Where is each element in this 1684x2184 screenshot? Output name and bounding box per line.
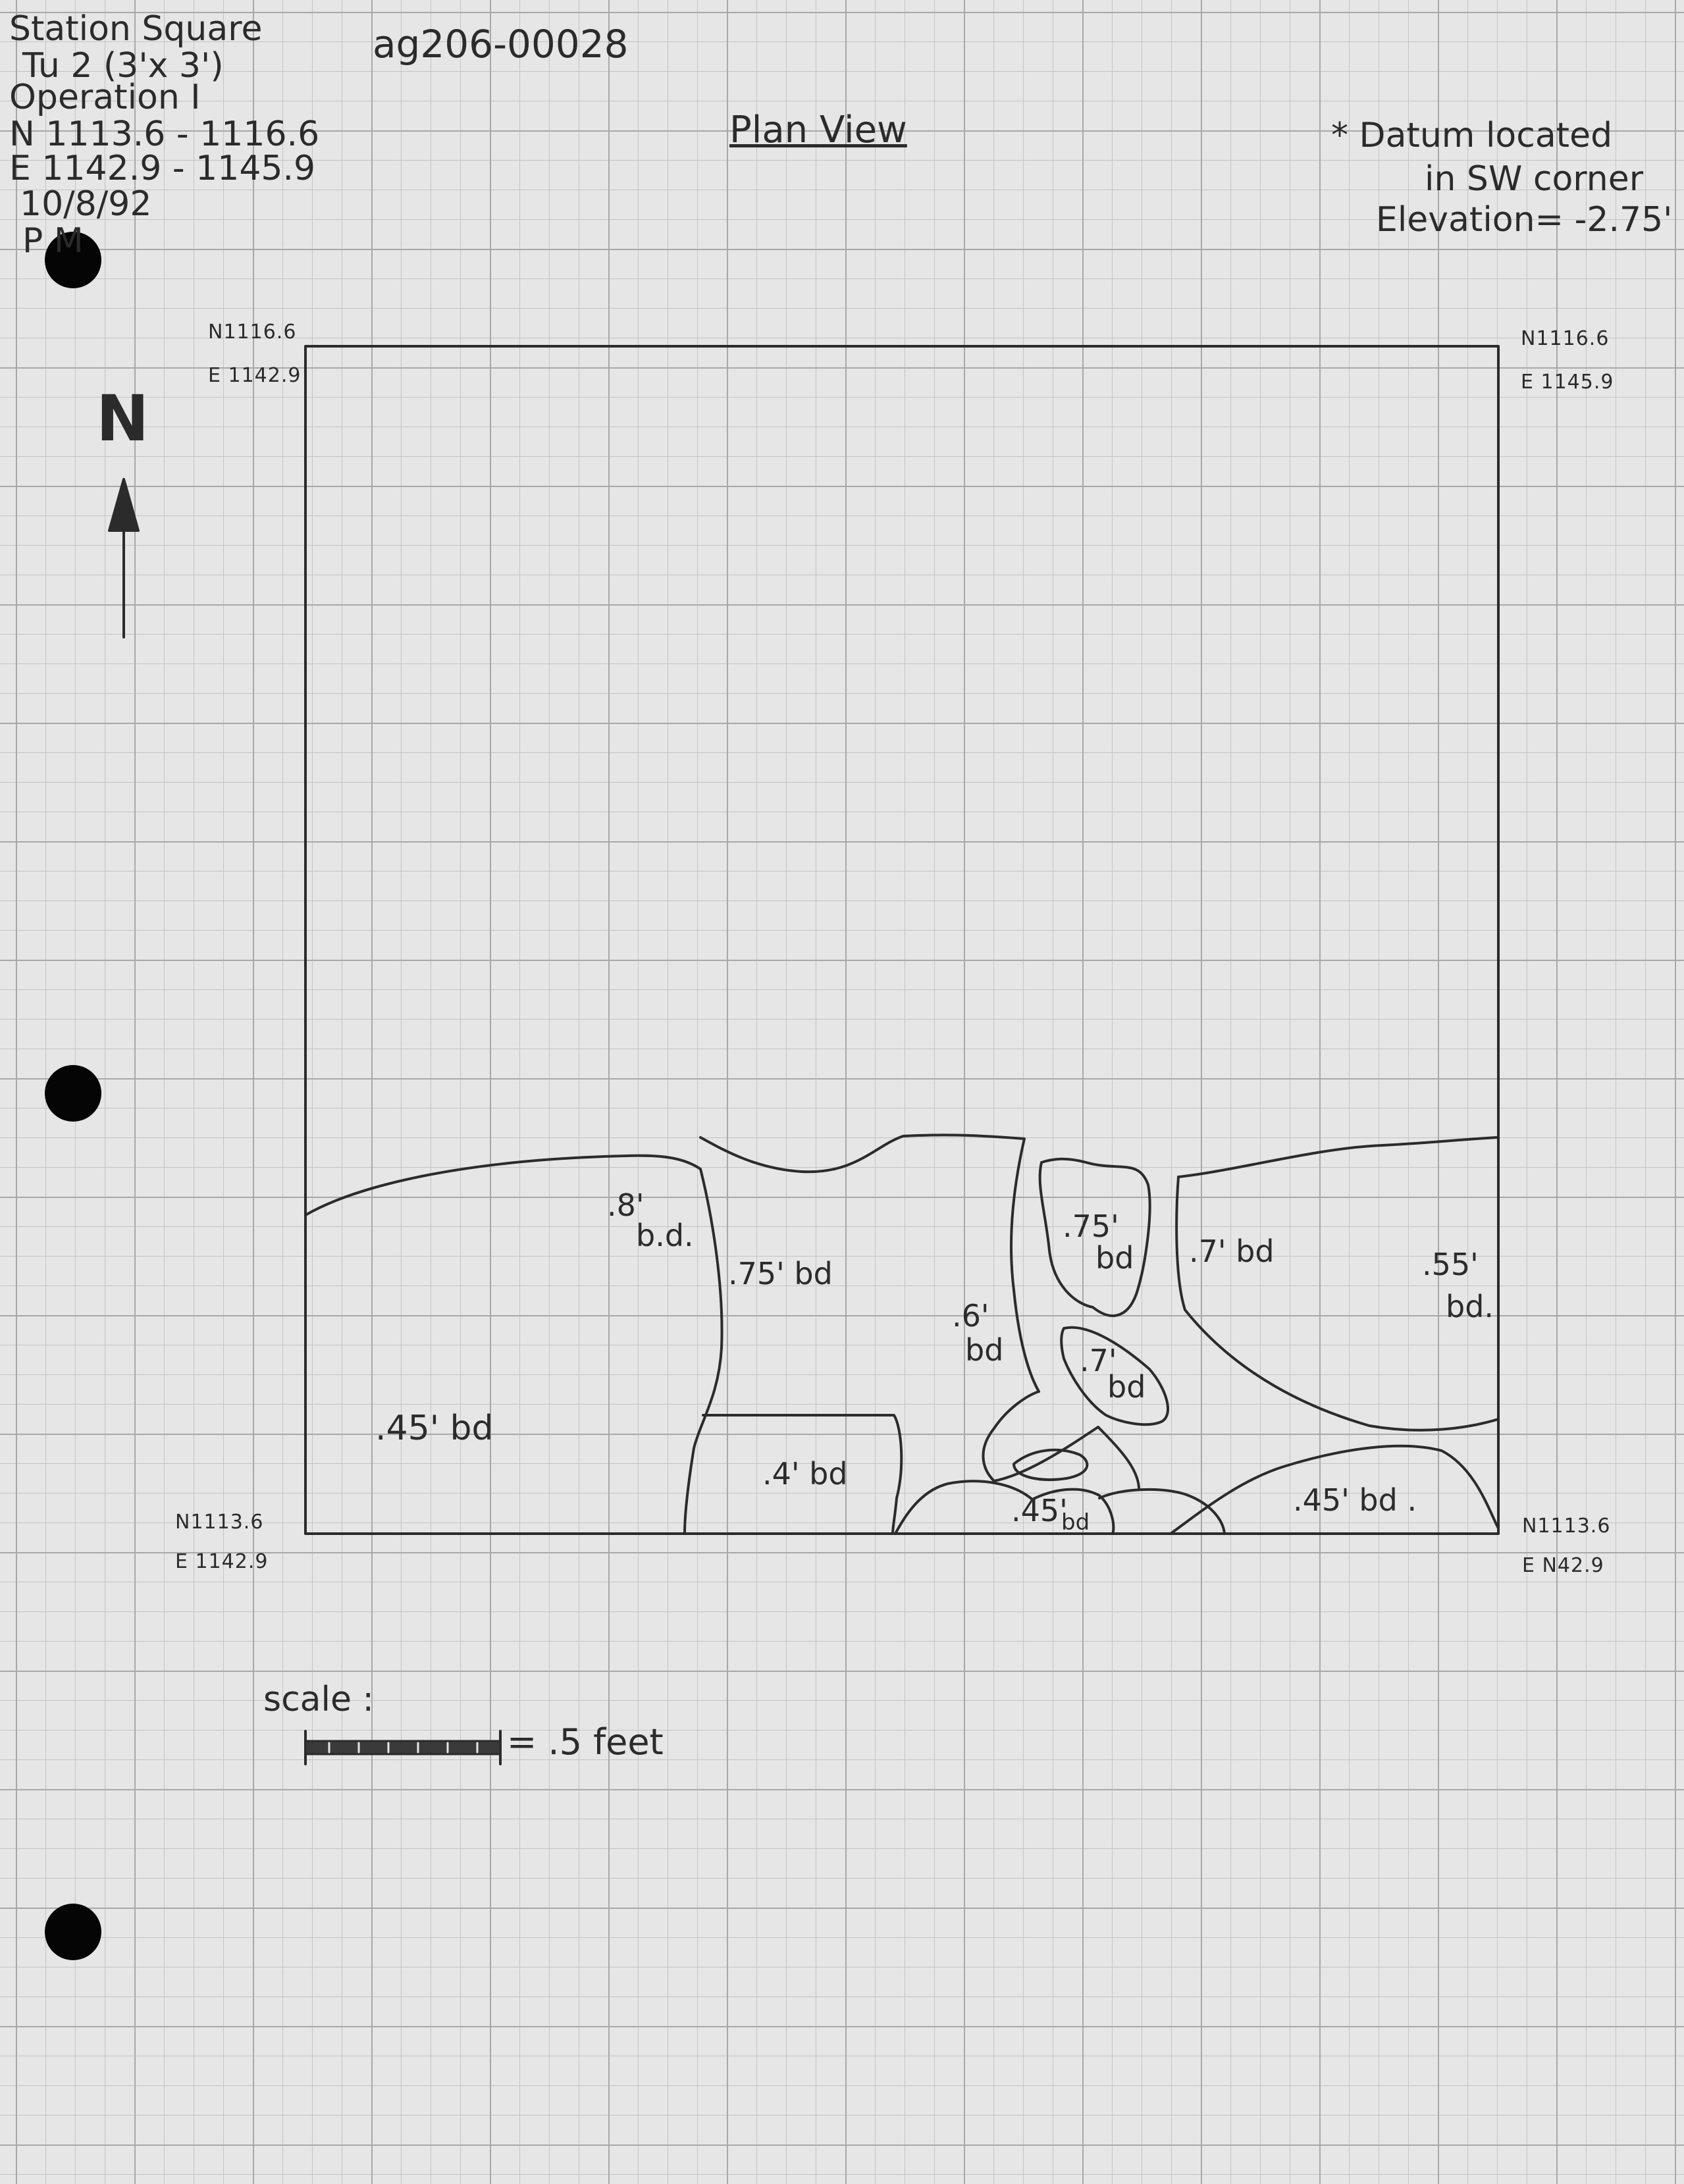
datum-note-line-2: in SW corner	[1425, 159, 1644, 199]
depth-label: .45' bd	[375, 1409, 494, 1448]
feature-stone-c	[1098, 1488, 1226, 1535]
feature-center-boundary	[699, 1133, 1040, 1393]
depth-label: .75'	[1063, 1209, 1119, 1244]
depth-label: .55'	[1422, 1247, 1479, 1282]
depth-label: b.d.	[636, 1218, 694, 1253]
unit-boundary	[304, 345, 1500, 1535]
depth-label: .6'	[952, 1298, 989, 1334]
header-line-initials: P M	[22, 221, 84, 261]
north-label: N	[96, 382, 149, 455]
feature-east-inner	[1175, 1176, 1500, 1432]
depth-label: .75' bd	[728, 1256, 833, 1291]
feature-stones-south	[894, 1480, 1115, 1535]
scale-value: = .5 feet	[507, 1721, 664, 1763]
depth-label: .8'	[607, 1187, 645, 1223]
feature-south-lobe-east	[1169, 1444, 1500, 1535]
corner-ne-north: N1116.6	[1521, 327, 1610, 350]
depth-label: .7'	[1080, 1343, 1117, 1378]
feature-west-boundary	[304, 1154, 724, 1535]
feature-block-south	[702, 1414, 903, 1535]
corner-sw-east: E 1142.9	[175, 1550, 269, 1573]
north-arrow-head	[108, 478, 140, 532]
depth-label: bd	[1095, 1240, 1134, 1276]
header-line-site: Station Square	[9, 9, 263, 49]
page-title: Plan View	[729, 109, 907, 151]
corner-nw-north: N1116.6	[208, 321, 297, 344]
corner-se-north: N1113.6	[1522, 1515, 1611, 1538]
depth-label: bd	[1107, 1369, 1146, 1405]
feature-stone-b	[1060, 1326, 1169, 1426]
header-line-north-range: N 1113.6 - 1116.6	[9, 115, 320, 154]
depth-label: .45'	[1011, 1493, 1068, 1528]
corner-se-east: E N42.9	[1522, 1554, 1604, 1577]
feature-stone-d	[1013, 1448, 1089, 1481]
corner-nw-east: E 1142.9	[208, 364, 302, 387]
punch-hole-middle	[45, 1065, 101, 1122]
feature-stone-a	[1038, 1157, 1151, 1317]
feature-east-boundary	[1177, 1136, 1500, 1178]
punch-hole-bottom	[45, 1904, 101, 1960]
punch-hole-top	[45, 232, 101, 288]
datum-note-line-1: * Datum located	[1331, 116, 1613, 155]
depth-label: .4' bd	[762, 1456, 848, 1492]
header-line-operation: Operation I	[9, 78, 201, 117]
depth-label: .7' bd	[1189, 1234, 1275, 1269]
header-line-date: 10/8/92	[20, 184, 152, 224]
corner-sw-north: N1113.6	[175, 1511, 264, 1534]
depth-label: bd.	[1446, 1289, 1494, 1324]
datum-note-line-3: Elevation= -2.75'	[1376, 200, 1673, 240]
header-line-unit: Tu 2 (3'x 3')	[22, 46, 224, 86]
feature-center-channel	[982, 1390, 1140, 1489]
corner-ne-east: E 1145.9	[1521, 371, 1614, 394]
depth-label: bd	[1061, 1509, 1090, 1536]
header-line-east-range: E 1142.9 - 1145.9	[9, 149, 316, 188]
depth-label: .45' bd .	[1293, 1482, 1417, 1518]
scale-bar-fill	[304, 1740, 502, 1755]
depth-label: bd	[965, 1332, 1004, 1368]
scale-label: scale :	[263, 1680, 375, 1719]
catalog-id: ag206-00028	[373, 22, 629, 66]
